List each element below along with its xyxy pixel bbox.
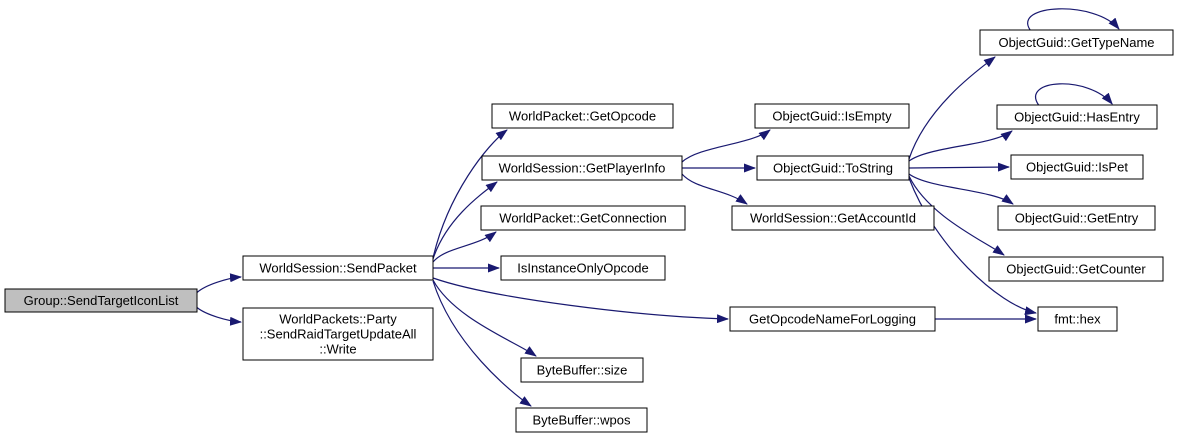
node-isInstanceOnlyOpcode[interactable]: IsInstanceOnlyOpcode [500, 255, 666, 281]
node-label: fmt::hex [1054, 312, 1101, 327]
node-label: ObjectGuid::GetCounter [1006, 262, 1146, 277]
edge-toString-to-fmtHex [908, 177, 1037, 316]
node-box[interactable] [1037, 306, 1118, 332]
edge-toString-to-getTypeName [908, 56, 996, 160]
node-getOpcodeNameForLogging[interactable]: GetOpcodeNameForLogging [729, 306, 936, 332]
edge-getPlayerInfo-to-isEmpty [681, 129, 771, 163]
edge-sendPacket-to-byteBufferSize [432, 279, 537, 357]
node-isPet[interactable]: ObjectGuid::IsPet [1010, 154, 1144, 180]
node-getConnection[interactable]: WorldPacket::GetConnection [480, 205, 686, 231]
edge-sendPacket-to-byteBufferWpos [432, 280, 532, 407]
node-label: ObjectGuid::IsPet [1026, 160, 1128, 175]
node-getCounter[interactable]: ObjectGuid::GetCounter [988, 256, 1164, 282]
node-getEntry[interactable]: ObjectGuid::GetEntry [997, 205, 1156, 231]
node-getOpcode[interactable]: WorldPacket::GetOpcode [491, 103, 674, 129]
edge-sendPacket-to-getConnection [432, 231, 497, 263]
node-label: ObjectGuid::ToString [773, 161, 893, 176]
edge-sendTargetIconList-to-writeRaidTarget [196, 307, 242, 326]
edge-toString-to-hasEntry [908, 130, 1013, 162]
node-layer: Group::SendTargetIconList WorldSession::S… [4, 29, 1174, 433]
node-label: ::SendRaidTargetUpdateAll [260, 327, 417, 342]
node-box[interactable] [491, 103, 674, 129]
node-byteBufferWpos[interactable]: ByteBuffer::wpos [515, 407, 648, 433]
node-label: ObjectGuid::IsEmpty [772, 109, 892, 124]
node-label: ObjectGuid::HasEntry [1014, 110, 1140, 125]
node-box[interactable] [242, 255, 434, 281]
node-box[interactable] [979, 29, 1174, 56]
node-box[interactable] [481, 155, 683, 181]
node-box[interactable] [996, 104, 1158, 130]
node-label: WorldPacket::GetConnection [499, 211, 666, 226]
node-label: WorldSession::GetAccountId [750, 211, 916, 226]
node-isEmpty[interactable]: ObjectGuid::IsEmpty [754, 103, 910, 129]
edge-sendPacket-to-getOpcodeNameForLogging [432, 277, 729, 324]
node-box[interactable] [997, 205, 1156, 231]
node-box[interactable] [731, 205, 935, 231]
node-label: WorldPackets::Party [279, 312, 397, 327]
node-box[interactable] [4, 288, 198, 313]
node-sendTargetIconList[interactable]: Group::SendTargetIconList [4, 288, 198, 313]
edge-sendPacket-to-getOpcode [432, 129, 508, 259]
node-box[interactable] [500, 255, 666, 281]
node-box[interactable] [515, 407, 648, 433]
edge-getTypeName-self-loop [1027, 8, 1120, 31]
edge-getPlayerInfo-to-getAccountId [681, 173, 748, 205]
node-label: GetOpcodeNameForLogging [749, 312, 916, 327]
node-writeRaidTarget[interactable]: WorldPackets::Party::SendRaidTargetUpdat… [242, 307, 434, 361]
node-getPlayerInfo[interactable]: WorldSession::GetPlayerInfo [481, 155, 683, 181]
node-label: IsInstanceOnlyOpcode [517, 261, 649, 276]
edge-toString-to-isPet [908, 162, 1010, 172]
node-label: ::Write [319, 342, 356, 357]
node-box[interactable] [754, 103, 910, 129]
node-getTypeName[interactable]: ObjectGuid::GetTypeName [979, 29, 1174, 56]
node-box[interactable] [756, 155, 910, 181]
node-byteBufferSize[interactable]: ByteBuffer::size [520, 357, 644, 383]
node-label: ByteBuffer::size [537, 363, 628, 378]
node-toString[interactable]: ObjectGuid::ToString [756, 155, 910, 181]
edge-sendTargetIconList-to-sendPacket [196, 273, 242, 293]
node-box[interactable] [520, 357, 644, 383]
node-box[interactable] [242, 307, 434, 361]
edge-toString-to-getCounter [908, 175, 1005, 256]
node-sendPacket[interactable]: WorldSession::SendPacket [242, 255, 434, 281]
node-box[interactable] [729, 306, 936, 332]
node-box[interactable] [480, 205, 686, 231]
edge-toString-to-getEntry [908, 173, 1014, 205]
edge-sendPacket-to-getPlayerInfo [432, 181, 498, 260]
node-label: ByteBuffer::wpos [532, 413, 631, 428]
node-label: WorldPacket::GetOpcode [509, 109, 656, 124]
node-label: ObjectGuid::GetTypeName [998, 35, 1154, 50]
node-label: Group::SendTargetIconList [24, 293, 179, 308]
node-box[interactable] [988, 256, 1164, 282]
node-box[interactable] [1010, 154, 1144, 180]
edge-layer [196, 8, 1120, 407]
node-label: ObjectGuid::GetEntry [1015, 211, 1139, 226]
node-label: WorldSession::GetPlayerInfo [499, 161, 666, 176]
node-hasEntry[interactable]: ObjectGuid::HasEntry [996, 104, 1158, 130]
node-label: WorldSession::SendPacket [259, 261, 417, 276]
edge-hasEntry-self-loop [1035, 83, 1113, 106]
node-fmtHex[interactable]: fmt::hex [1037, 306, 1118, 332]
node-getAccountId[interactable]: WorldSession::GetAccountId [731, 205, 935, 231]
